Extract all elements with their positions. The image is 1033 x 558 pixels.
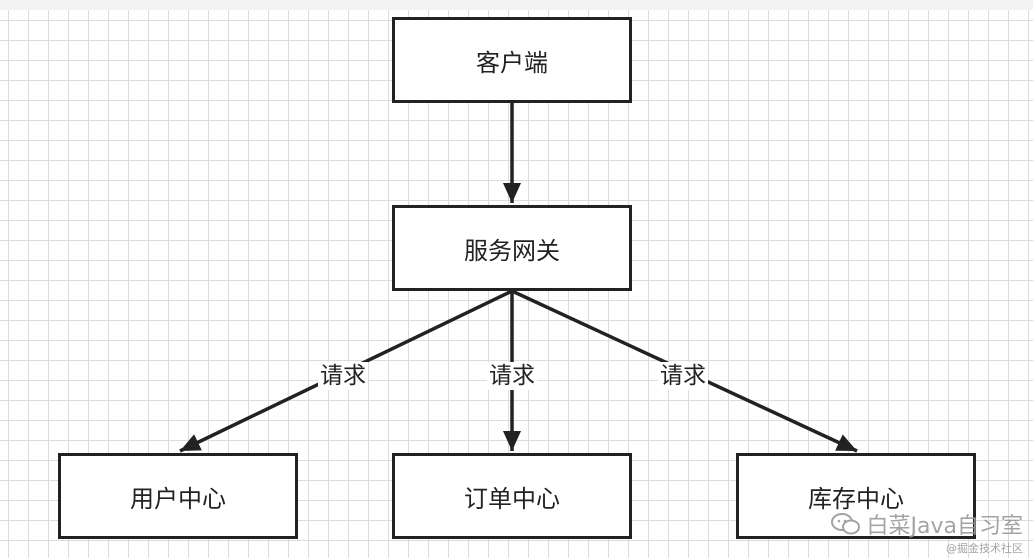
node-client-label: 客户端 [476,48,548,77]
watermark-title: 白菜Java自习室 [866,514,1023,539]
node-client: 客户端 [392,17,632,103]
node-gateway-label: 服务网关 [464,236,560,265]
node-stock-center-label: 库存中心 [808,484,904,513]
edge-label-to-user: 请求 [318,362,368,390]
top-strip [0,0,1033,10]
edge-label-to-stock: 请求 [658,362,708,390]
edge-label-to-order: 请求 [487,362,537,390]
wechat-icon [830,513,860,535]
node-order-center-label: 订单中心 [464,484,560,513]
node-user-center-label: 用户中心 [130,484,226,513]
watermark-subtitle: @掘金技术社区 [946,542,1023,555]
watermark: 白菜Java自习室 @掘金技术社区 [830,508,1023,556]
node-user-center: 用户中心 [58,453,298,539]
node-gateway: 服务网关 [392,205,632,291]
node-order-center: 订单中心 [392,453,632,539]
